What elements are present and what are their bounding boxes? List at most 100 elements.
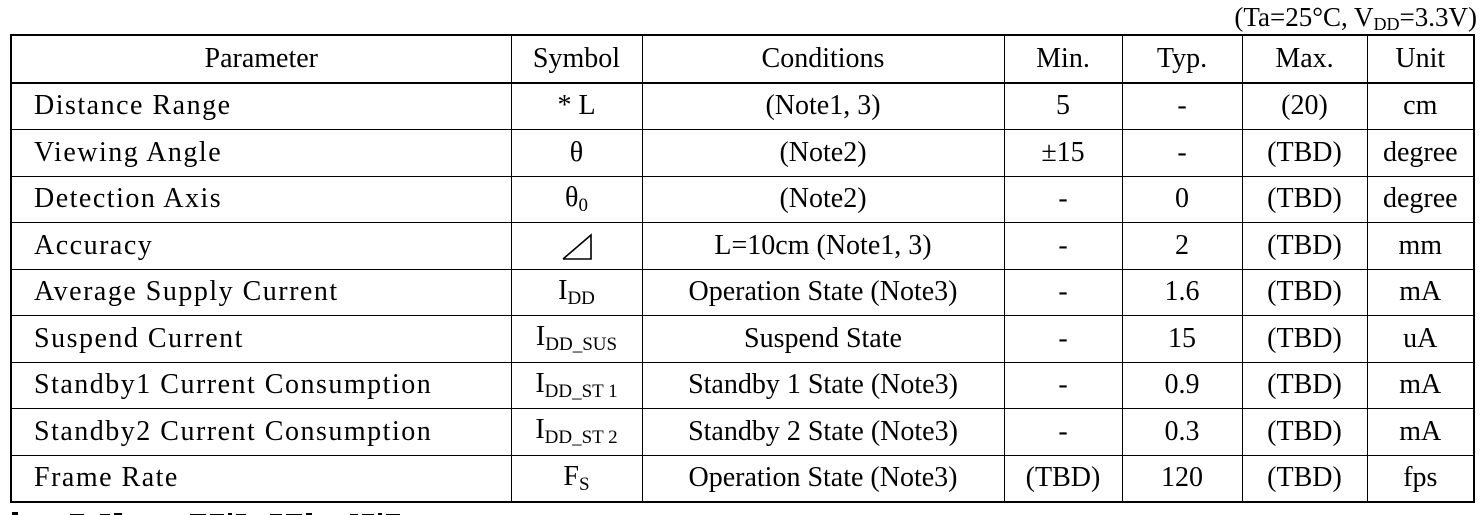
- cell-min: 5: [1003, 82, 1123, 130]
- symbol-subscript: S: [579, 473, 590, 495]
- symbol-subscript: DD_ST 2: [544, 427, 618, 449]
- cell-parameter: Standby1 Current Consumption: [10, 361, 512, 409]
- cell-unit: degree: [1366, 175, 1475, 223]
- table-row: Standby1 Current Consumption IDD_ST 1 St…: [10, 361, 1475, 409]
- symbol-main: I: [535, 321, 546, 353]
- cell-conditions: (Note2): [641, 129, 1005, 177]
- symbol-subscript: 0: [578, 194, 588, 216]
- symbol-main: I: [535, 367, 545, 399]
- cell-typ: 0.3: [1121, 408, 1243, 456]
- cell-unit: cm: [1366, 82, 1475, 130]
- cell-typ: 1.6: [1121, 268, 1243, 316]
- cell-parameter: Accuracy: [10, 222, 512, 270]
- cell-symbol: IDD_ST 2: [510, 408, 643, 456]
- cell-typ: 15: [1121, 315, 1243, 363]
- cell-min: -: [1003, 315, 1123, 363]
- symbol-main: F: [563, 460, 579, 492]
- cell-symbol: θ0: [510, 175, 643, 223]
- cell-unit: uA: [1366, 315, 1475, 363]
- cell-max: (TBD): [1241, 268, 1368, 316]
- symbol-main: I: [535, 414, 545, 446]
- condition-subscript: DD: [1373, 14, 1400, 34]
- symbol-main: I: [558, 274, 568, 306]
- cell-conditions: Standby 1 State (Note3): [641, 361, 1005, 409]
- cell-parameter: Viewing Angle: [10, 129, 512, 177]
- table-row: Accuracy L=10cm (Note1, 3) - 2 (TBD) mm: [10, 222, 1475, 270]
- cell-conditions: L=10cm (Note1, 3): [641, 222, 1005, 270]
- cell-conditions: Operation State (Note3): [641, 268, 1005, 316]
- cell-typ: 0.9: [1121, 361, 1243, 409]
- table-row: Viewing Angle θ (Note2) ±15 - (TBD) degr…: [10, 129, 1475, 177]
- header-max: Max.: [1241, 34, 1368, 84]
- cell-min: -: [1003, 175, 1123, 223]
- measurement-conditions: (Ta=25°C, VDD=3.3V): [1234, 2, 1477, 39]
- condition-suffix: =3.3V): [1399, 2, 1477, 32]
- cell-unit: degree: [1366, 129, 1475, 177]
- spec-table: Parameter Symbol Conditions Min. Typ. Ma…: [10, 34, 1475, 503]
- cell-parameter: Standby2 Current Consumption: [10, 408, 512, 456]
- cell-max: (TBD): [1241, 361, 1368, 409]
- cell-symbol: FS: [510, 454, 643, 503]
- header-symbol: Symbol: [510, 34, 643, 84]
- table-row: Detection Axis θ0 (Note2) - 0 (TBD) degr…: [10, 175, 1475, 223]
- cell-symbol: IDD_SUS: [510, 315, 643, 363]
- cell-conditions: Suspend State: [641, 315, 1005, 363]
- cell-max: (20): [1241, 82, 1368, 130]
- cell-symbol: IDD: [510, 268, 643, 316]
- cell-max: (TBD): [1241, 454, 1368, 503]
- cell-unit: mA: [1366, 408, 1475, 456]
- cut-off-footnote: [10, 506, 430, 515]
- cell-max: (TBD): [1241, 129, 1368, 177]
- table-row: Standby2 Current Consumption IDD_ST 2 St…: [10, 408, 1475, 456]
- cell-symbol: IDD_ST 1: [510, 361, 643, 409]
- cell-typ: 0: [1121, 175, 1243, 223]
- cell-min: -: [1003, 361, 1123, 409]
- cell-conditions: Standby 2 State (Note3): [641, 408, 1005, 456]
- cell-min: -: [1003, 268, 1123, 316]
- cell-unit: mA: [1366, 361, 1475, 409]
- cell-min: (TBD): [1003, 454, 1123, 503]
- cell-conditions: (Note1, 3): [641, 82, 1005, 130]
- symbol-main: θ: [565, 181, 579, 213]
- cell-symbol: [510, 222, 643, 270]
- symbol-subscript: DD_ST 1: [544, 380, 618, 402]
- cell-max: (TBD): [1241, 408, 1368, 456]
- header-conditions: Conditions: [641, 34, 1005, 84]
- cell-max: (TBD): [1241, 175, 1368, 223]
- symbol-main: θ: [569, 136, 584, 168]
- table-row: Distance Range * L (Note1, 3) 5 - (20) c…: [10, 82, 1475, 130]
- cell-max: (TBD): [1241, 315, 1368, 363]
- cut-off-text-fragment: [12, 512, 400, 515]
- condition-prefix: (Ta=25°C, V: [1234, 2, 1374, 32]
- cell-parameter: Detection Axis: [10, 175, 512, 223]
- cell-min: -: [1003, 408, 1123, 456]
- cell-typ: 120: [1121, 454, 1243, 503]
- cell-parameter: Average Supply Current: [10, 268, 512, 316]
- table-row: Frame Rate FS Operation State (Note3) (T…: [10, 454, 1475, 503]
- table-row: Average Supply Current IDD Operation Sta…: [10, 268, 1475, 316]
- table-row: Suspend Current IDD_SUS Suspend State - …: [10, 315, 1475, 363]
- header-min: Min.: [1003, 34, 1123, 84]
- header-typ: Typ.: [1121, 34, 1243, 84]
- cell-unit: fps: [1366, 454, 1475, 503]
- cell-typ: 2: [1121, 222, 1243, 270]
- cell-max: (TBD): [1241, 222, 1368, 270]
- symbol-subscript: DD_SUS: [545, 334, 618, 356]
- header-parameter: Parameter: [10, 34, 512, 84]
- cell-parameter: Distance Range: [10, 82, 512, 130]
- symbol-subscript: DD: [567, 287, 595, 309]
- cell-conditions: (Note2): [641, 175, 1005, 223]
- header-unit: Unit: [1366, 34, 1475, 84]
- cell-parameter: Suspend Current: [10, 315, 512, 363]
- cell-min: -: [1003, 222, 1123, 270]
- cell-typ: -: [1121, 129, 1243, 177]
- cell-symbol: * L: [510, 82, 643, 130]
- symbol-main: * L: [557, 90, 596, 122]
- cell-typ: -: [1121, 82, 1243, 130]
- cell-min: ±15: [1003, 129, 1123, 177]
- cell-symbol: θ: [510, 129, 643, 177]
- table-header-row: Parameter Symbol Conditions Min. Typ. Ma…: [10, 34, 1475, 84]
- cell-conditions: Operation State (Note3): [641, 454, 1005, 503]
- cell-parameter: Frame Rate: [10, 454, 512, 503]
- cell-unit: mm: [1366, 222, 1475, 270]
